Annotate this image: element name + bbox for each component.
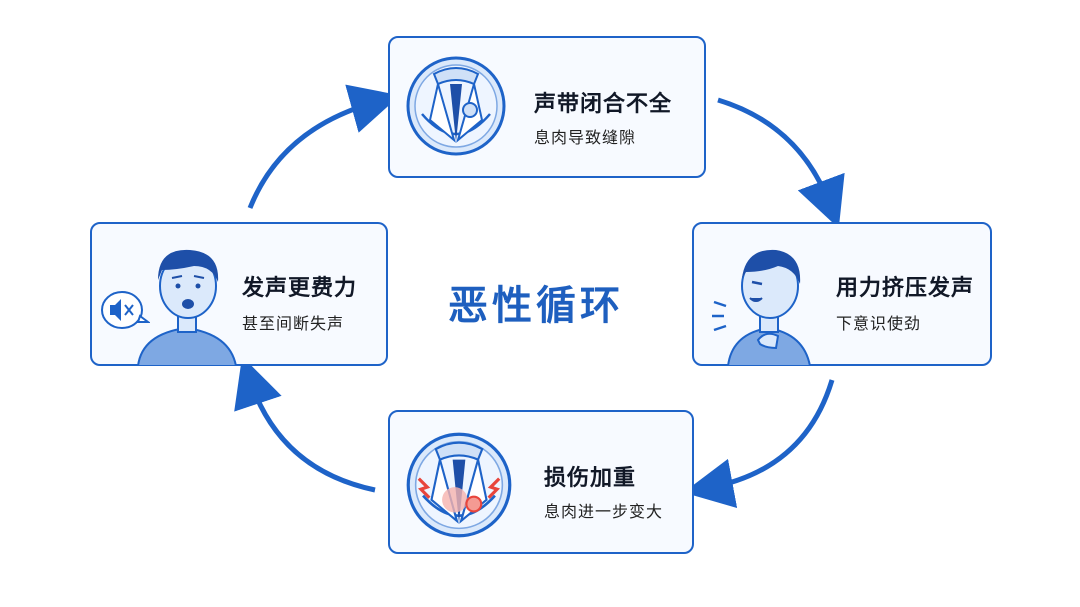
step-card-3: 损伤加重 息肉进一步变大 [388,410,694,554]
arrow-step1-to-step2 [717,97,845,229]
hoarse-man-icon [136,249,238,366]
vocal-cords-injury-icon [406,432,512,538]
step-card-4: 发声更费力 甚至间断失声 [90,222,388,366]
straining-man-icon [712,249,812,366]
step-card-2: 用力挤压发声 下意识使劲 [692,222,992,366]
center-title: 恶性循环 [448,283,624,329]
step-1-subtitle: 息肉导致缝隙 [534,128,637,147]
step-1-title: 声带闭合不全 [534,92,673,117]
step-3-title: 损伤加重 [544,466,637,491]
vocal-cords-polyp-icon [406,56,506,156]
step-2-subtitle: 下意识使劲 [836,314,922,333]
speaker-muted-icon [101,291,150,329]
step-4-subtitle: 甚至间断失声 [242,314,345,333]
step-card-1: 声带闭合不全 息肉导致缝隙 [388,36,706,178]
step-2-title: 用力挤压发声 [836,276,975,301]
step-3-subtitle: 息肉进一步变大 [544,502,664,521]
arrow-step4-to-step1 [247,84,401,209]
step-4-title: 发声更费力 [242,276,358,301]
arrow-step2-to-step3 [683,379,835,509]
arrow-step3-to-step4 [234,356,376,493]
